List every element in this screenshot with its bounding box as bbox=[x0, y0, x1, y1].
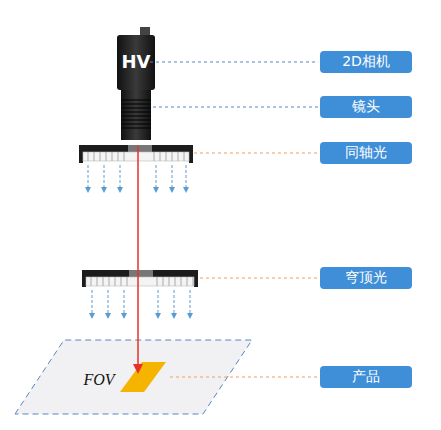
callout-label: 同轴光 bbox=[345, 144, 387, 162]
led bbox=[127, 277, 128, 286]
optical-axis-head bbox=[133, 364, 143, 374]
product-shape bbox=[120, 362, 166, 392]
led bbox=[100, 152, 101, 161]
light-ray bbox=[108, 290, 109, 316]
dome-leds bbox=[86, 277, 194, 286]
dome-side bbox=[82, 270, 86, 287]
fov-label: FOV bbox=[83, 371, 114, 389]
led bbox=[88, 152, 89, 161]
light-ray bbox=[120, 165, 121, 190]
camera-body bbox=[117, 35, 155, 90]
light-ray bbox=[172, 165, 173, 190]
led bbox=[163, 277, 164, 286]
led bbox=[175, 277, 176, 286]
coaxial-side bbox=[189, 145, 193, 163]
callout-label: 穹顶光 bbox=[345, 269, 387, 287]
callout-box: 穹顶光 bbox=[320, 267, 412, 289]
led bbox=[169, 277, 170, 286]
led bbox=[112, 152, 113, 161]
led bbox=[124, 152, 125, 161]
light-ray bbox=[158, 290, 159, 316]
led bbox=[154, 152, 155, 161]
led bbox=[106, 152, 107, 161]
fov-plane bbox=[15, 340, 252, 414]
coaxial-light-bar bbox=[79, 145, 193, 152]
led bbox=[121, 277, 122, 286]
brand-mark: HV bbox=[122, 51, 151, 72]
coaxial-leds bbox=[83, 152, 189, 161]
light-ray bbox=[92, 290, 93, 316]
lens-rib bbox=[121, 124, 151, 125]
led bbox=[178, 152, 179, 161]
light-ray bbox=[156, 165, 157, 190]
light-arrows bbox=[88, 165, 190, 316]
lens-ribs bbox=[121, 100, 151, 128]
led bbox=[118, 152, 119, 161]
led bbox=[181, 277, 182, 286]
lens-rib bbox=[121, 112, 151, 113]
coaxial-side bbox=[79, 145, 83, 163]
lens-rib bbox=[121, 108, 151, 109]
light-ray bbox=[88, 165, 89, 190]
led bbox=[172, 152, 173, 161]
dome-side bbox=[194, 270, 198, 287]
led-strip bbox=[83, 152, 189, 161]
light-ray bbox=[186, 165, 187, 190]
led bbox=[157, 277, 158, 286]
led bbox=[103, 277, 104, 286]
camera-connector bbox=[140, 27, 150, 36]
led-strip bbox=[86, 277, 194, 286]
light-ray bbox=[174, 290, 175, 316]
dome-light-bar bbox=[82, 270, 198, 277]
lens-rib bbox=[121, 120, 151, 121]
light-ray bbox=[190, 290, 191, 316]
leader-line bbox=[194, 153, 318, 154]
light-ray bbox=[124, 290, 125, 316]
led bbox=[160, 152, 161, 161]
lens-body bbox=[121, 90, 151, 140]
dome-window bbox=[129, 270, 153, 277]
optical-axis bbox=[137, 146, 139, 366]
leader-line bbox=[170, 377, 318, 378]
light-ray bbox=[104, 165, 105, 190]
callout-label: 2D相机 bbox=[342, 53, 390, 71]
callout-box: 产品 bbox=[320, 366, 412, 388]
leader-line bbox=[200, 278, 318, 279]
leader-line bbox=[153, 107, 318, 108]
callout-box: 镜头 bbox=[320, 96, 412, 118]
callout-box: 同轴光 bbox=[320, 142, 412, 164]
lens-rib bbox=[121, 116, 151, 117]
lens-rib bbox=[121, 128, 151, 129]
led bbox=[97, 277, 98, 286]
callout-label: 镜头 bbox=[352, 98, 380, 116]
callout-box: 2D相机 bbox=[320, 51, 412, 73]
led bbox=[91, 277, 92, 286]
lens-rib bbox=[121, 100, 151, 101]
led bbox=[193, 277, 194, 286]
led bbox=[109, 277, 110, 286]
leader-line bbox=[150, 62, 318, 63]
led bbox=[184, 152, 185, 161]
callout-label: 产品 bbox=[352, 368, 380, 386]
led bbox=[94, 152, 95, 161]
led bbox=[115, 277, 116, 286]
coaxial-window bbox=[128, 145, 152, 152]
led bbox=[166, 152, 167, 161]
lens-rib bbox=[121, 104, 151, 105]
led bbox=[187, 277, 188, 286]
